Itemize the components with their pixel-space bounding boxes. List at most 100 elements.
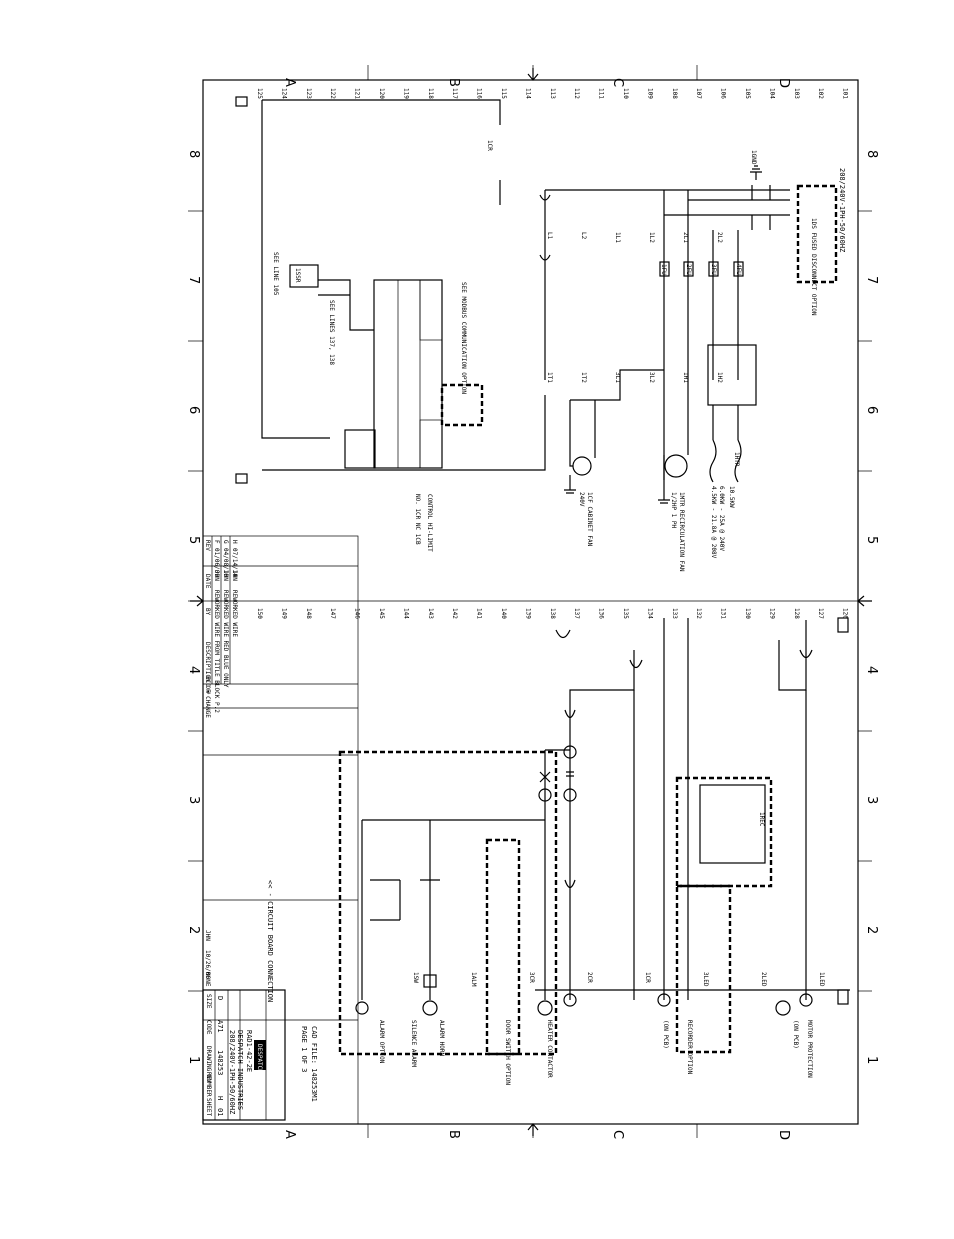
revision-header: DESCRIPTION OF CHANGE bbox=[204, 642, 211, 718]
grid-row-label: C bbox=[610, 78, 625, 87]
ground-label: 1GND bbox=[750, 150, 757, 165]
line-number: 150 bbox=[256, 608, 263, 619]
subtitle-label: 208/240V-1PH-50/60HZ bbox=[228, 1030, 236, 1114]
relay-label: 1CR bbox=[486, 140, 493, 151]
line-number: 147 bbox=[329, 608, 336, 619]
revision-header: REV bbox=[204, 540, 211, 551]
line-number: 143 bbox=[427, 608, 434, 619]
device-label: 1ALM bbox=[470, 972, 477, 987]
hi-limit-box bbox=[440, 383, 484, 427]
line-number: 116 bbox=[476, 88, 483, 99]
title-header: DRAWING NUMBER bbox=[205, 1046, 212, 1097]
revision-by: JHN bbox=[231, 570, 238, 581]
outer-border bbox=[202, 79, 859, 1125]
recirc-fan-spec: 1/2HP 1 PH bbox=[670, 492, 677, 529]
page-note: PAGE 1 OF 3 bbox=[300, 1026, 308, 1072]
line-number: 129 bbox=[768, 608, 775, 619]
cabinet-fan-spec: 240V bbox=[578, 492, 585, 507]
grid-row-label: C bbox=[610, 1130, 625, 1139]
grid-col-label: 2 bbox=[864, 926, 879, 934]
title-label: DESPATCH INDUSTRIES bbox=[236, 1030, 244, 1110]
heater-spec2: 6.0KW - 25A @ 240V bbox=[718, 486, 725, 551]
ssr-device bbox=[289, 264, 319, 288]
wire-label: L2 bbox=[580, 232, 587, 240]
revision-rev: F bbox=[213, 540, 220, 544]
recirc-fan-label: 1MTR RECIRCULATION FAN bbox=[678, 492, 685, 572]
line-number: 139 bbox=[524, 608, 531, 619]
line-number: 127 bbox=[817, 608, 824, 619]
revision-rev: H bbox=[231, 540, 238, 544]
see-line-label: SEE LINE 105 bbox=[272, 252, 279, 296]
grid-col-label: 8 bbox=[186, 150, 201, 158]
device-label: 2LED bbox=[760, 972, 767, 987]
code-value: A71 bbox=[216, 1020, 224, 1033]
upper-circuit bbox=[235, 96, 838, 504]
heater-contactor-label: HEATER CONTACTOR bbox=[546, 1020, 553, 1078]
cad-file-note: CAD FILE: 148253M1 bbox=[310, 1026, 318, 1102]
line-number: 138 bbox=[549, 608, 556, 619]
recorder-label: RECORDER OPTION bbox=[686, 1020, 693, 1075]
disconnect-option-box bbox=[796, 184, 838, 284]
line-number: 105 bbox=[744, 88, 751, 99]
wire-label: 1H2 bbox=[716, 372, 723, 383]
device-label: 3LED bbox=[702, 972, 709, 987]
cabinet-fan-label: 1CF CABINET FAN bbox=[586, 492, 593, 547]
size-value: D bbox=[216, 996, 224, 1000]
sheet-value: 01 bbox=[216, 1108, 224, 1116]
line-number: 120 bbox=[378, 88, 385, 99]
device-label: 1SW bbox=[412, 972, 419, 983]
fuse-label: 3FU bbox=[710, 264, 717, 275]
wire-label: 3L1 bbox=[614, 372, 621, 383]
disconnect-label: 1DS FUSED DISCONNECT OPTION bbox=[810, 218, 817, 316]
line-number: 104 bbox=[768, 88, 775, 99]
grid-col-label: 1 bbox=[186, 1056, 201, 1064]
line-number: 130 bbox=[744, 608, 751, 619]
line-number: 110 bbox=[622, 88, 629, 99]
device-label: 2CR bbox=[586, 972, 593, 983]
control-board bbox=[373, 279, 443, 469]
ground-symbol bbox=[750, 165, 762, 180]
rev-value: H bbox=[216, 1096, 224, 1100]
alarm-option-box bbox=[338, 750, 558, 1056]
line-number: 123 bbox=[305, 88, 312, 99]
revision-desc: REWORKED WIRE FROM TITLE BLOCK P.2 bbox=[213, 590, 220, 713]
grid-col-label: 2 bbox=[186, 926, 201, 934]
title-header: CODE bbox=[205, 1020, 212, 1035]
line-number: 122 bbox=[329, 88, 336, 99]
drawn-by: JHN bbox=[204, 930, 211, 941]
door-switch-label: DOOR SWITCH OPTION bbox=[504, 1020, 511, 1085]
line-number: 112 bbox=[573, 88, 580, 99]
device-label: 1LED bbox=[818, 972, 825, 987]
revision-header: BY bbox=[204, 608, 211, 616]
line-number: 109 bbox=[646, 88, 653, 99]
revision-date: 07/14/14 bbox=[231, 548, 238, 577]
line-number: 114 bbox=[524, 88, 531, 99]
line-number: 144 bbox=[402, 608, 409, 619]
wire-label: 2L2 bbox=[716, 232, 723, 243]
drawn-date: 10/26/06 bbox=[204, 950, 211, 979]
title-header: SIZE bbox=[205, 994, 212, 1009]
line-number: 101 bbox=[842, 88, 849, 99]
revision-desc: REWORKED WIRE bbox=[231, 590, 238, 637]
device-label: 3CR bbox=[528, 972, 535, 983]
grid-row-label: B bbox=[446, 1130, 461, 1139]
line-number: 149 bbox=[280, 608, 287, 619]
wire-label: 2L1 bbox=[682, 232, 689, 243]
ssr-label: 1SSR bbox=[294, 268, 301, 283]
grid-col-label: 8 bbox=[864, 150, 879, 158]
revision-by: JHN bbox=[213, 570, 220, 581]
line-number: 124 bbox=[280, 88, 287, 99]
control-note: NO. 1CR NC 1CB bbox=[414, 494, 421, 545]
grid-col-label: 7 bbox=[864, 276, 879, 284]
revision-date: 01/06/09 bbox=[213, 548, 220, 577]
line-number: 145 bbox=[378, 608, 385, 619]
line-number: 132 bbox=[695, 608, 702, 619]
grid-row-label: A bbox=[282, 78, 297, 87]
alarm-label: ALARM HORN bbox=[438, 1020, 445, 1057]
line-number: 107 bbox=[695, 88, 702, 99]
grid-col-label: 3 bbox=[864, 796, 879, 804]
ssr-block bbox=[707, 344, 757, 406]
center-arrows bbox=[190, 68, 872, 1136]
grid-col-label: 6 bbox=[186, 406, 201, 414]
